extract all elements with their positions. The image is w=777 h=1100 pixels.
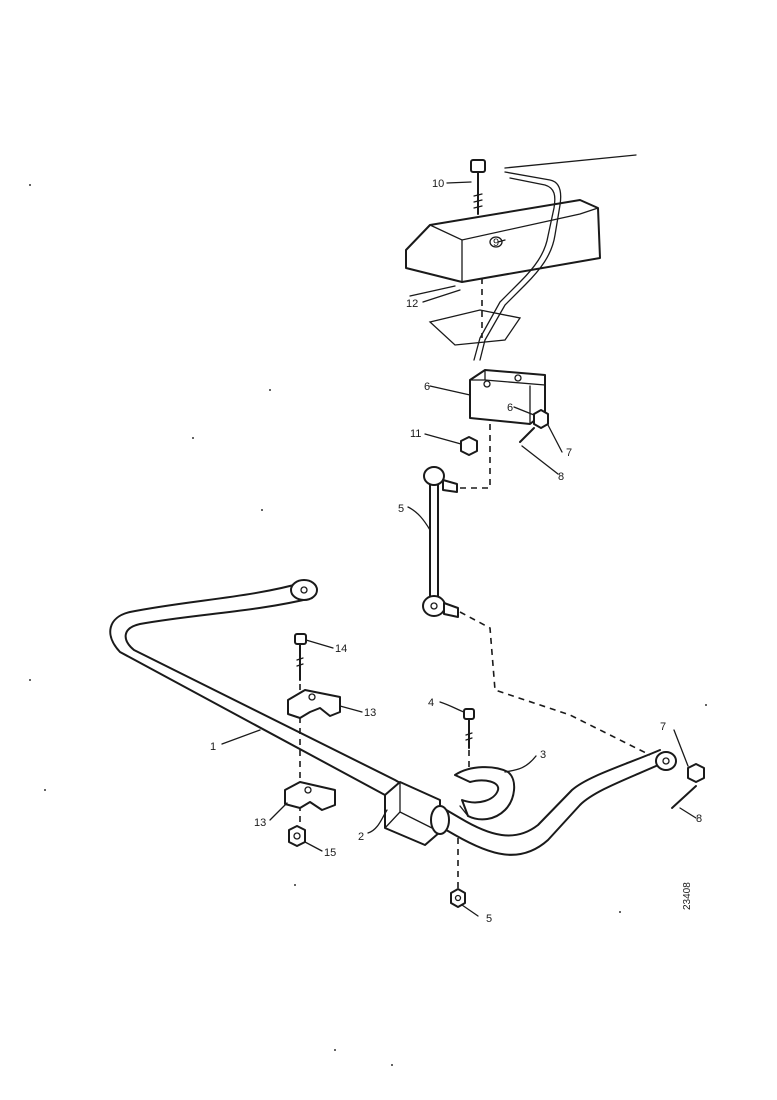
callout-6: 6 bbox=[424, 381, 430, 393]
callout-7-top: 7 bbox=[566, 447, 572, 459]
nut-7-top-and-pin-8 bbox=[519, 409, 549, 443]
callout-15: 15 bbox=[324, 847, 336, 859]
callout-2: 2 bbox=[358, 831, 364, 843]
callout-5-bottom: 5 bbox=[486, 913, 492, 925]
callout-7-end: 7 bbox=[660, 721, 666, 733]
bolt-10 bbox=[470, 159, 486, 215]
callout-10: 10 bbox=[432, 178, 444, 190]
plate-12 bbox=[409, 285, 522, 346]
callout-8-end: 8 bbox=[696, 813, 702, 825]
leader-lines bbox=[221, 181, 697, 917]
assembly-lines bbox=[299, 256, 651, 825]
clamp-13-lower bbox=[284, 781, 336, 811]
stabilizer-bar bbox=[109, 579, 677, 856]
scan-specks bbox=[29, 184, 707, 1066]
end-nut-7-and-pin-8 bbox=[671, 763, 705, 809]
block-6 bbox=[469, 369, 546, 425]
callout-13-lower: 13 bbox=[254, 817, 266, 829]
clamp-13-upper bbox=[287, 689, 341, 719]
center-bushing bbox=[384, 781, 450, 846]
callout-6-small: 6 bbox=[507, 402, 513, 414]
callout-5-link: 5 bbox=[398, 503, 404, 515]
callout-12: 12 bbox=[406, 298, 418, 310]
drawing-reference-number: 23408 bbox=[682, 882, 693, 910]
clamp-bracket-3 bbox=[454, 766, 516, 821]
pipe-line bbox=[473, 154, 637, 361]
callout-3: 3 bbox=[540, 749, 546, 761]
callout-8-top: 8 bbox=[558, 471, 564, 483]
callout-13-upper: 13 bbox=[364, 707, 376, 719]
callout-4: 4 bbox=[428, 697, 434, 709]
callout-11: 11 bbox=[410, 428, 421, 440]
bolt-14 bbox=[294, 633, 307, 681]
nut-11 bbox=[460, 436, 478, 456]
nut-15 bbox=[288, 825, 306, 847]
drop-link bbox=[422, 466, 459, 618]
bolt-4 bbox=[463, 708, 475, 772]
callout-14: 14 bbox=[335, 643, 347, 655]
callout-1: 1 bbox=[210, 741, 216, 753]
nut-5-bottom bbox=[450, 838, 466, 908]
callout-9: 9 bbox=[493, 237, 499, 249]
